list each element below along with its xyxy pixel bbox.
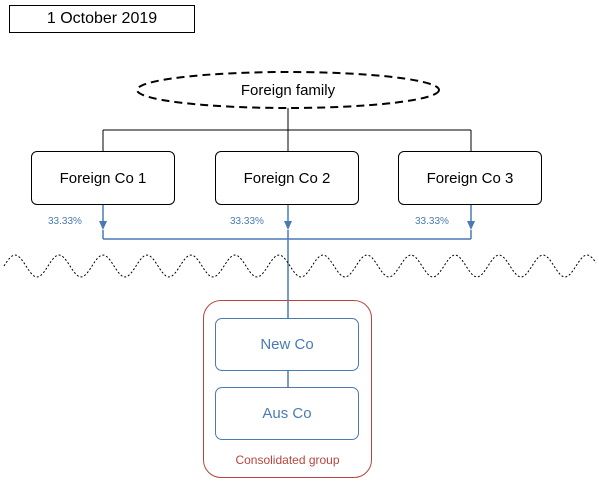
ownership-pct-co1: 33.33% — [48, 216, 82, 227]
foreign-co-1-box: Foreign Co 1 — [31, 151, 175, 205]
family-label: Foreign family — [240, 81, 336, 99]
ownership-pct-co2: 33.33% — [230, 216, 264, 227]
arrowhead-co3 — [467, 221, 475, 230]
border-wave — [3, 254, 597, 278]
ownership-pct-co3: 33.33% — [415, 216, 449, 227]
new-co-box: New Co — [215, 318, 359, 371]
family-ellipse — [136, 71, 440, 109]
consolidated-group-label: Consolidated group — [235, 453, 340, 467]
aus-co-box: Aus Co — [215, 387, 359, 440]
ownership-arrowheads — [99, 221, 475, 230]
foreign-co-3-box: Foreign Co 3 — [398, 151, 542, 205]
arrowhead-co2 — [284, 221, 292, 230]
consolidated-group-frame — [203, 300, 372, 478]
foreign-co-2-box: Foreign Co 2 — [215, 151, 359, 205]
date-label: 1 October 2019 — [9, 5, 195, 33]
family-connectors — [102, 108, 472, 151]
ownership-lines — [102, 205, 472, 318]
arrowhead-co1 — [99, 221, 107, 230]
